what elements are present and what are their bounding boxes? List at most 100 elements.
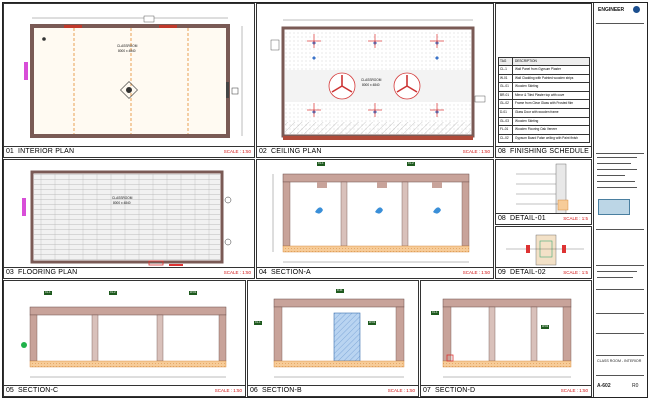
schedule-tag: CL-1 (499, 66, 513, 74)
ceiling-room-size: 8000 x 4840 (362, 83, 380, 87)
panel-section-d: CL-1 W-01 07 SECTION-D SCALE : 1:50 (420, 280, 592, 397)
schedule-tag: CL-02 (499, 134, 513, 143)
detail-02-drawing (506, 234, 584, 266)
panel-name: DETAIL-01 (510, 215, 546, 222)
panel-scale: SCALE : 1:5 (563, 270, 588, 275)
drawing-title: CLASS ROOM - INTERIOR (597, 359, 642, 363)
schedule-description: Wooden Flooring Oak Veneer (515, 127, 557, 132)
schedule-description: Frame from Clear Glass with Frosted film (515, 101, 574, 106)
panel-scale: SCALE : 1:50 (223, 149, 251, 154)
panel-name: INTERIOR PLAN (18, 148, 75, 155)
panel-number: 05 (6, 387, 14, 394)
schedule-header-tag: TAG (499, 58, 513, 65)
panel-number: 03 (6, 269, 14, 276)
schedule-header-description: DESCRIPTION (515, 59, 537, 63)
section-b-drawing (273, 298, 405, 378)
section-d-drawing (442, 298, 572, 378)
interior-room-name: CLASSROOM (117, 44, 138, 48)
schedule-description: Wall Panel from Gypsum Plaster (515, 67, 561, 71)
schedule-tag: FL-01 (499, 126, 513, 134)
section-b-tag: CL-1 (254, 321, 262, 325)
panel-scale: SCALE : 1:50 (462, 270, 490, 275)
panel-scale: SCALE : 1:50 (387, 388, 415, 393)
title-block-logo: ENGINEER (598, 7, 625, 13)
panel-number: 01 (6, 148, 14, 155)
section-d-tag: W-01 (541, 325, 550, 329)
panel-detail-01: 08 DETAIL-01 SCALE : 1:5 (495, 159, 592, 225)
section-c-drawing (21, 306, 227, 378)
schedule-description: Mirror & Tiled Plaster top with cove (515, 92, 565, 97)
interior-room-size: 8000 x 4840 (118, 49, 136, 53)
panel-scale: SCALE : 1:50 (560, 388, 588, 393)
section-a-tag: CL-1 (317, 162, 325, 166)
section-d-title: 07 SECTION-D SCALE : 1:50 (421, 385, 591, 396)
ceiling-room-name: CLASSROOM (361, 78, 382, 82)
panel-name: SECTION-D (435, 387, 476, 394)
panel-number: 08 (498, 148, 506, 155)
section-a-tag: CL-2 (407, 162, 415, 166)
panel-detail-02: 09 DETAIL-02 SCALE : 1:5 (495, 226, 592, 279)
title-block-map-icon (598, 199, 630, 215)
panel-section-a: CL-1 CL-2 04 SECTION-A SCALE : 1:50 (256, 159, 494, 279)
panel-finishing-schedule: 08 FINISHING SCHEDULE (495, 3, 592, 158)
panel-number: 08 (498, 215, 506, 222)
panel-scale: SCALE : 1:50 (223, 270, 251, 275)
flooring-room-name: CLASSROOM (112, 196, 133, 200)
logo-icon (633, 6, 640, 13)
panel-name: SECTION-C (18, 387, 59, 394)
flooring-room-size: 8000 x 4840 (113, 201, 131, 205)
schedule-tag: W-01 (499, 74, 513, 83)
section-b-tag: W-01 (368, 321, 377, 325)
flooring-plan-title: 03 FLOORING PLAN SCALE : 1:50 (4, 267, 254, 278)
panel-scale: SCALE : 1:5 (563, 216, 588, 221)
schedule-tag: D-01 (499, 108, 513, 117)
panel-name: FINISHING SCHEDULE (510, 148, 590, 155)
interior-plan-drawing (24, 15, 243, 138)
section-c-tag: W-01 (189, 291, 198, 295)
ceiling-plan-drawing (270, 19, 486, 140)
title-block: ENGINEER CLASS ROOM - INTERIOR A-602 R0 (593, 3, 646, 397)
ceiling-plan-title: 02 CEILING PLAN SCALE : 1:50 (257, 146, 493, 157)
section-b-tag: D-01 (336, 289, 344, 293)
schedule-description: Wall Cladding with Painted wooden strips (515, 75, 574, 80)
detail-01-title: 08 DETAIL-01 SCALE : 1:5 (496, 213, 591, 224)
detail-02-title: 09 DETAIL-02 SCALE : 1:5 (496, 267, 591, 278)
panel-scale: SCALE : 1:50 (462, 149, 490, 154)
schedule-tag: GL-01 (499, 83, 513, 91)
section-a-title: 04 SECTION-A SCALE : 1:50 (257, 267, 493, 278)
schedule-description: Wooden Skirting (515, 118, 539, 123)
section-a-drawing (272, 173, 470, 263)
panel-name: DETAIL-02 (510, 269, 546, 276)
panel-interior-plan: CLASSROOM 8000 x 4840 01 INTERIOR PLAN S… (3, 3, 255, 158)
panel-scale: SCALE : 1:50 (214, 388, 242, 393)
panel-number: 07 (423, 387, 431, 394)
section-c-tag: CL-1 (44, 291, 52, 295)
panel-section-b: CL-1 W-01 D-01 06 SECTION-B SCALE : 1:50 (247, 280, 419, 397)
schedule-header: TAG DESCRIPTION (498, 57, 590, 66)
panel-name: SECTION-A (271, 269, 311, 276)
schedule-tag: GL-02 (499, 100, 513, 108)
finishing-schedule-title: 08 FINISHING SCHEDULE (496, 146, 591, 157)
panel-number: 04 (259, 269, 267, 276)
interior-plan-title: 01 INTERIOR PLAN SCALE : 1:50 (4, 146, 254, 157)
panel-name: SECTION-B (262, 387, 302, 394)
schedule-tag: BR-01 (499, 91, 513, 100)
panel-number: 09 (498, 269, 506, 276)
schedule-description: Glass Door with wooden frame (515, 109, 559, 114)
section-c-tag: CL-2 (109, 291, 117, 295)
revision: R0 (632, 383, 639, 389)
sheet-number: A-602 (597, 383, 611, 389)
section-d-tag: CL-1 (431, 311, 439, 315)
panel-name: FLOORING PLAN (18, 269, 78, 276)
